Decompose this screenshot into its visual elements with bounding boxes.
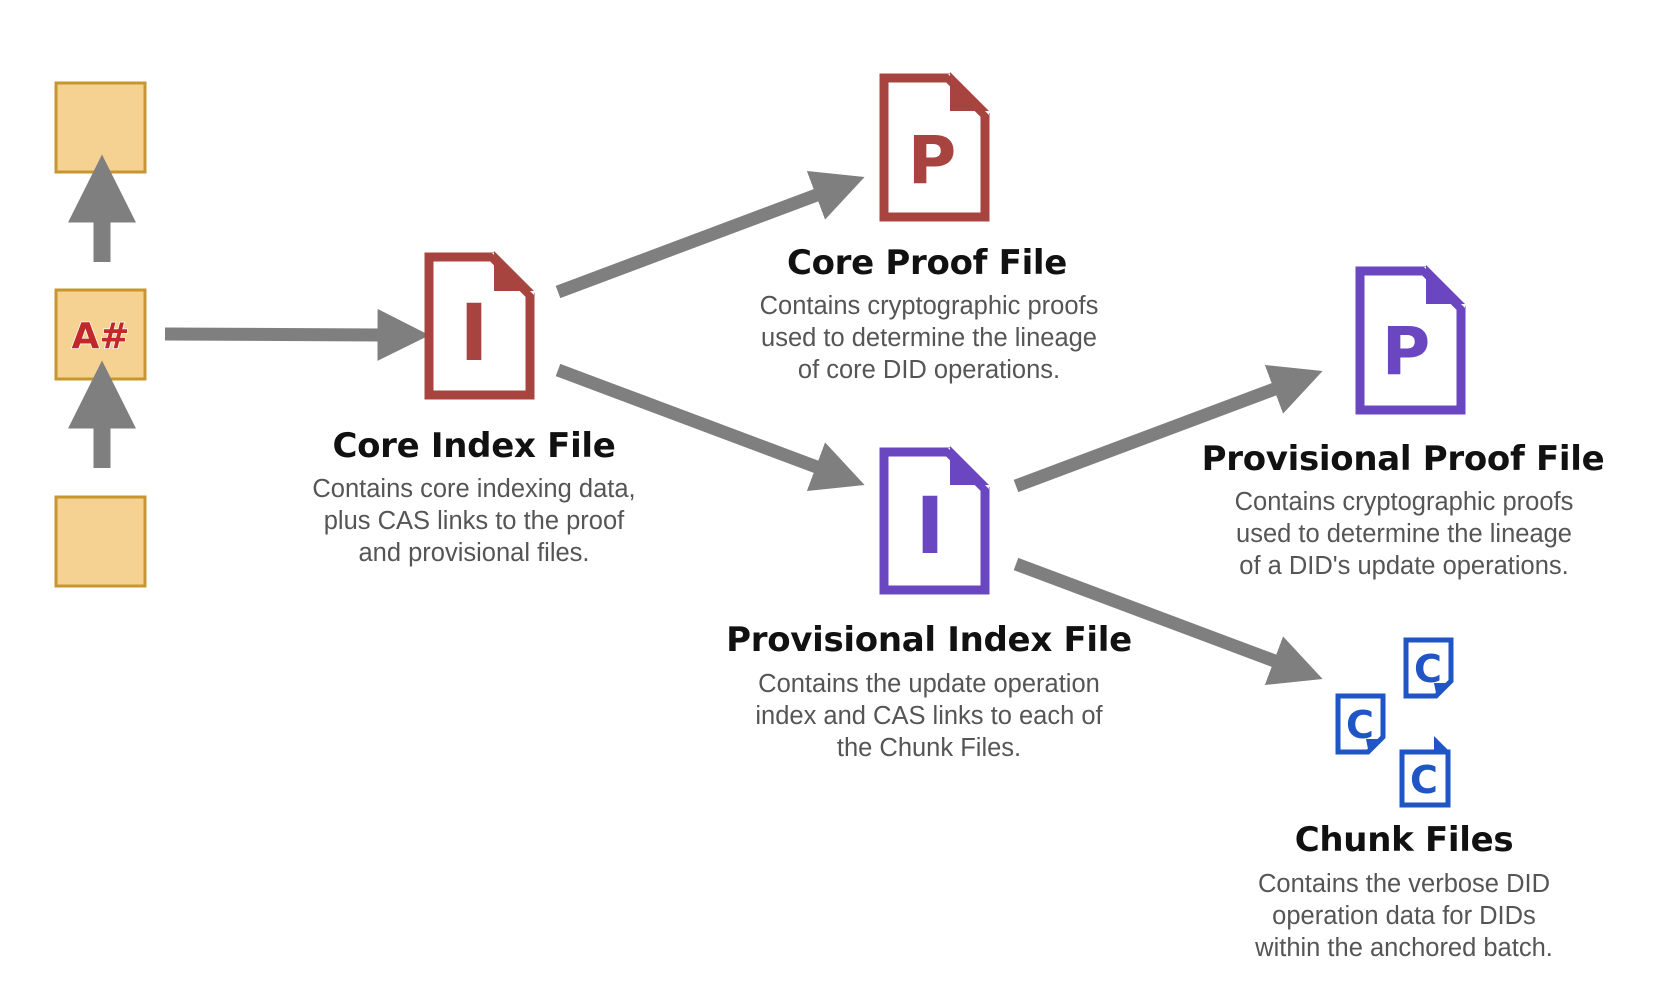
core-proof-icon-letter: P (908, 122, 956, 199)
chunk-file-icon-bottom: C (1399, 736, 1451, 808)
core-index-description: Contains core indexing data, plus CAS li… (312, 473, 635, 569)
core-proof-description: Contains cryptographic proofs used to de… (760, 290, 1099, 386)
chunk-files-title: Chunk Files (1294, 820, 1514, 860)
provisional-proof-file-icon: P (1355, 265, 1466, 415)
core-index-description-line-3: and provisional files. (358, 539, 590, 567)
provisional-index-icon-letter: I (915, 482, 944, 572)
core-index-icon-letter: I (459, 289, 488, 379)
chunk-files-description-line-1: Contains the verbose DID (1258, 870, 1550, 898)
chunk-icon-letter-top: C (1414, 647, 1442, 691)
provisional-index-description: Contains the update operation index and … (755, 668, 1102, 764)
core-proof-description-line-3: of core DID operations. (797, 356, 1061, 384)
provisional-proof-icon-letter: P (1382, 313, 1430, 390)
provisional-index-description-line-1: Contains the update operation (758, 670, 1100, 698)
chunk-file-icon-left: C (1335, 693, 1386, 755)
block-top (54, 81, 147, 174)
chunk-icon-letter-left: C (1346, 703, 1374, 747)
core-proof-file-icon: P (879, 72, 990, 222)
chunk-files-description-line-3: within the anchored batch. (1255, 934, 1553, 962)
provisional-proof-description-line-3: of a DID's update operations. (1239, 552, 1569, 580)
block-bottom (54, 495, 147, 588)
core-index-title: Core Index File (332, 426, 616, 466)
chunk-file-icon-top: C (1403, 637, 1454, 699)
provisional-proof-description-line-2: used to determine the lineage (1236, 520, 1572, 548)
arrow-provisional-index-to-provisional-proof (1013, 364, 1323, 493)
core-index-file-icon: I (424, 251, 535, 400)
core-proof-description-line-2: used to determine the lineage (761, 324, 1097, 352)
chunk-files-description-line-2: operation data for DIDs (1272, 902, 1536, 930)
provisional-index-title: Provisional Index File (726, 620, 1132, 660)
core-proof-description-line-1: Contains cryptographic proofs (759, 292, 1099, 320)
blockchain: A# (54, 81, 147, 588)
arrow-core-index-to-core-proof (555, 170, 865, 299)
chunk-files-icon: C C C (1335, 637, 1454, 808)
core-proof-title: Core Proof File (786, 243, 1068, 283)
chunk-icon-letter-bottom: C (1410, 758, 1438, 802)
chunk-files-description: Contains the verbose DID operation data … (1255, 868, 1553, 964)
arrow-provisional-index-to-chunks (1013, 557, 1323, 686)
provisional-index-file-icon: I (879, 446, 990, 595)
anchor-string-label: A# (71, 316, 129, 357)
core-index-description-line-1: Contains core indexing data, (312, 475, 636, 503)
provisional-proof-description: Contains cryptographic proofs used to de… (1235, 486, 1574, 582)
provisional-index-description-line-2: index and CAS links to each of (755, 702, 1103, 730)
arrow-anchor-to-core-index (164, 308, 430, 361)
provisional-index-description-line-3: the Chunk Files. (836, 734, 1022, 762)
core-index-description-line-2: plus CAS links to the proof (323, 507, 625, 535)
provisional-proof-description-line-1: Contains cryptographic proofs (1234, 488, 1574, 516)
provisional-proof-title: Provisional Proof File (1201, 439, 1605, 479)
flow-arrows (164, 170, 1323, 686)
arrow-core-index-to-provisional-index (555, 363, 865, 492)
